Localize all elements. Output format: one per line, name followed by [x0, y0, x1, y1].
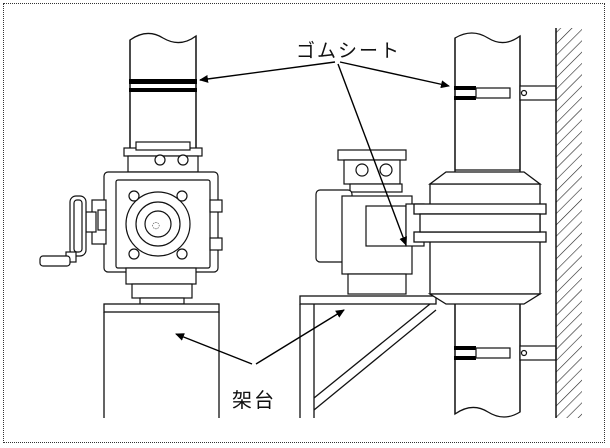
wall	[555, 28, 582, 418]
center-bracket	[299, 295, 437, 418]
stand-callouts	[175, 309, 345, 365]
left-stand	[103, 303, 220, 418]
left-handwheel	[39, 195, 97, 267]
left-rubber-sheet	[129, 79, 197, 92]
rubber-sheet-callouts	[199, 61, 450, 246]
diagram-frame	[3, 3, 605, 443]
stand-label: 架台	[232, 388, 276, 412]
right-rubber-sheets	[454, 86, 476, 360]
center-actuator	[315, 149, 425, 295]
right-valve-body	[413, 171, 547, 305]
wall-brackets	[475, 85, 557, 361]
dial-glyph: ◌	[152, 221, 160, 231]
rubber-sheet-label: ゴムシート	[296, 40, 402, 62]
left-actuator	[91, 141, 223, 305]
